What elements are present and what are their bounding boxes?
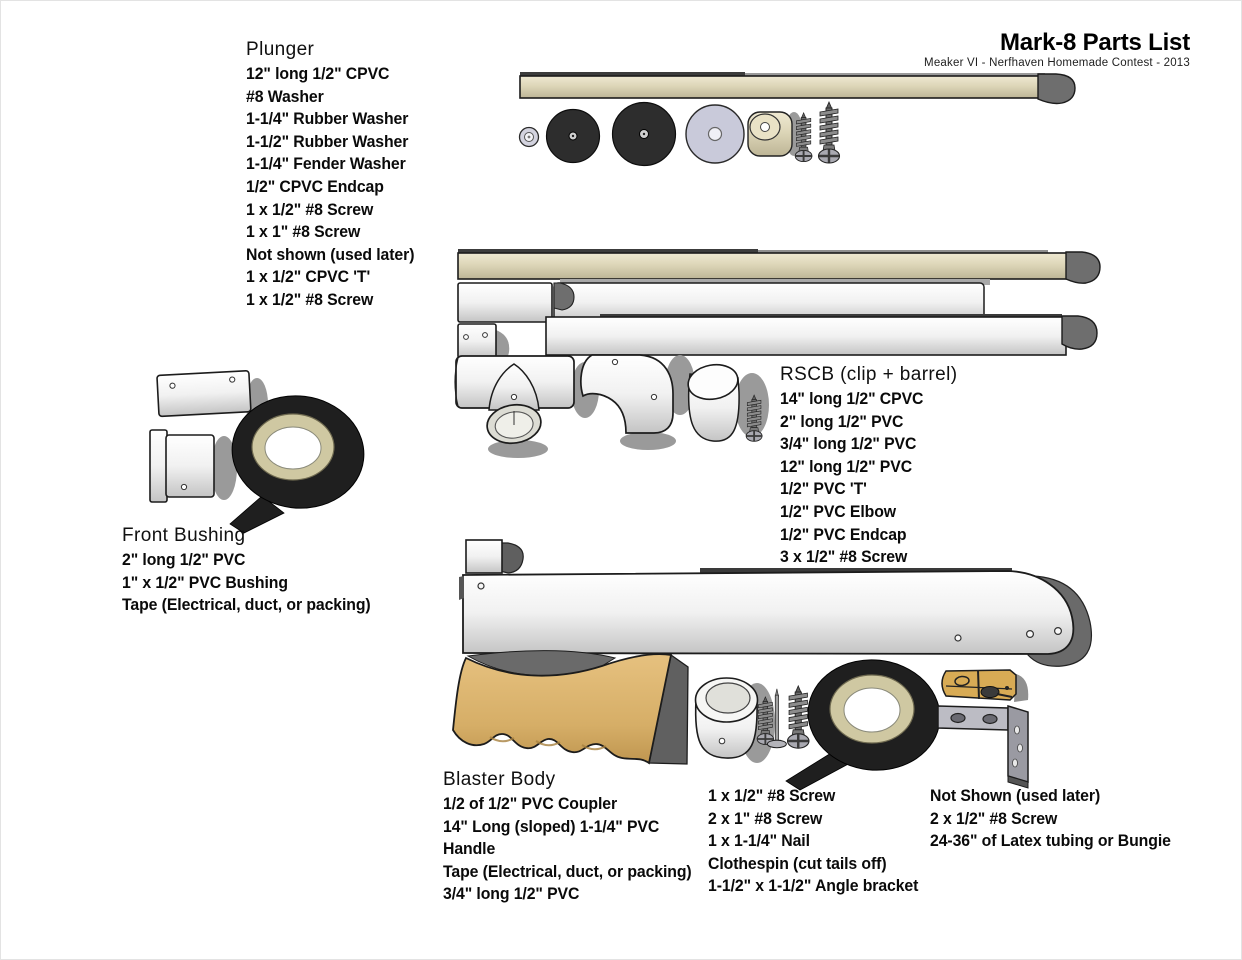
section-not-shown: Not Shown (used later) 2 x 1/2" #8 Screw… [930,785,1189,853]
list-item: 3 x 1/2" #8 Screw [780,547,908,567]
list-item: 1/2 of 1/2" PVC Coupler [443,794,618,813]
pvc-tee-icon [454,355,599,458]
screw-long-icon [786,684,811,750]
list-item: 1/2" PVC Elbow [780,501,897,521]
section-heading: Front Bushing [122,525,246,546]
parts-list: 14" long 1/2" CPVC 2" long 1/2" PVC 3/4"… [780,388,945,569]
section-blaster-body: Blaster Body 1/2 of 1/2" PVC Coupler 14"… [443,768,710,906]
main-tube-icon [462,570,1075,655]
list-item: Handle [443,839,496,859]
list-item: 1 x 1" #8 Screw [246,222,361,242]
handle-illustration [452,650,689,765]
section-rscb: RSCB (clip + barrel) 14" long 1/2" CPVC … [780,363,957,569]
angle-bracket-icon [937,704,1029,789]
cpvc-endcap-part-icon [747,111,803,157]
list-item: 24-36" of Latex tubing or Bungie [930,831,1171,851]
section-blaster-hardware: 1 x 1/2" #8 Screw 2 x 1" #8 Screw 1 x 1-… [708,785,934,898]
list-item: 1-1/2" Rubber Washer [246,131,409,151]
blaster-hardware-illustration [694,677,811,763]
list-item: 1 x 1/2" #8 Screw [708,786,836,805]
list-item: 1/2" PVC 'T' [780,479,867,499]
section-heading: Plunger [246,39,315,60]
list-item: Tape (Electrical, duct, or packing) [122,595,371,615]
list-item: 1-1/2" x 1-1/2" Angle bracket [708,876,919,896]
list-item: Tape (Electrical, duct, or packing) [443,861,692,881]
list-item: 1 x 1/2" #8 Screw [246,289,374,309]
front-bushing-illustration [149,370,365,534]
parts-list: Not Shown (used later) 2 x 1/2" #8 Screw… [930,785,1171,853]
list-item: 1/2" CPVC Endcap [246,176,384,196]
list-item: 1 x 1-1/4" Nail [708,831,810,851]
list-item: 1 x 1/2" #8 Screw [246,199,374,219]
section-heading: RSCB (clip + barrel) [780,364,958,385]
list-item: 12" long 1/2" CPVC [246,64,390,83]
number8-washer-icon [518,126,540,148]
list-item: 2 x 1" #8 Screw [708,808,823,828]
page-subtitle: Meaker VI - Nerfhaven Homemade Contest -… [924,57,1190,69]
list-item: Not shown (used later) [246,244,415,264]
parts-list: 2" long 1/2" PVC 1" x 1/2" PVC Bushing T… [122,549,371,617]
plunger-washers-illustration [518,100,841,167]
list-item: 12" long 1/2" PVC [780,456,913,476]
page-title: Mark-8 Parts List [999,29,1190,56]
list-item: 1/2" PVC Endcap [780,524,907,544]
list-item: 3/4" long 1/2" PVC [443,884,580,904]
list-item: 2" long 1/2" PVC [780,411,904,431]
pvc-12in-rod-icon [545,316,1067,356]
list-item: 2" long 1/2" PVC [122,550,246,569]
coupler-stub-icon [465,539,503,574]
pvc-coupler-icon [694,677,759,759]
rscb-illustration [454,249,1101,458]
pvc-bushing-icon [149,429,215,503]
pvc-2in-icon [457,282,553,323]
pvc-elbow-icon [580,354,695,450]
parts-list: 1/2 of 1/2" PVC Coupler 14" Long (sloped… [443,793,692,906]
list-item: 14" Long (sloped) 1-1/4" PVC [443,816,660,836]
parts-list: 12" long 1/2" CPVC #8 Washer 1-1/4" Rubb… [246,63,414,312]
list-item: 2 x 1/2" #8 Screw [930,808,1058,828]
cpvc-endcap-icon [1037,73,1076,105]
section-heading: Blaster Body [443,769,556,790]
section-front-bushing: Front Bushing 2" long 1/2" PVC 1" x 1/2"… [122,524,389,617]
tape-roll-bottom-icon [785,659,941,791]
clothespin-icon [941,669,1029,702]
cpvc-14in-rod-icon [457,252,1071,280]
list-item: 1-1/4" Rubber Washer [246,109,409,129]
list-item: 14" long 1/2" CPVC [780,389,924,408]
blaster-body-illustration [459,539,1092,667]
pvc-2in-front-icon [156,370,252,418]
plunger-rod-illustration [519,72,1076,105]
rubber-washer-small-icon [545,108,601,164]
screw-long-icon [817,100,841,165]
list-item: 1 x 1/2" CPVC 'T' [246,267,371,287]
rubber-washer-large-icon [611,101,677,167]
section-heading: Not Shown (used later) [930,786,1101,805]
parts-list: 1 x 1/2" #8 Screw 2 x 1" #8 Screw 1 x 1-… [708,785,918,898]
pvc-34in-icon [457,323,497,359]
tape-roll-icon [229,395,365,534]
fender-washer-icon [685,104,745,164]
list-item: 1" x 1/2" PVC Bushing [122,572,288,592]
list-item: 1-1/4" Fender Washer [246,154,406,174]
list-item: Clothespin (cut tails off) [708,853,887,873]
list-item: 3/4" long 1/2" PVC [780,434,917,454]
list-item: #8 Washer [246,86,324,106]
section-plunger: Plunger 12" long 1/2" CPVC #8 Washer 1-1… [246,38,427,312]
title-block: Mark-8 Parts List Meaker VI - Nerfhaven … [924,29,1190,70]
